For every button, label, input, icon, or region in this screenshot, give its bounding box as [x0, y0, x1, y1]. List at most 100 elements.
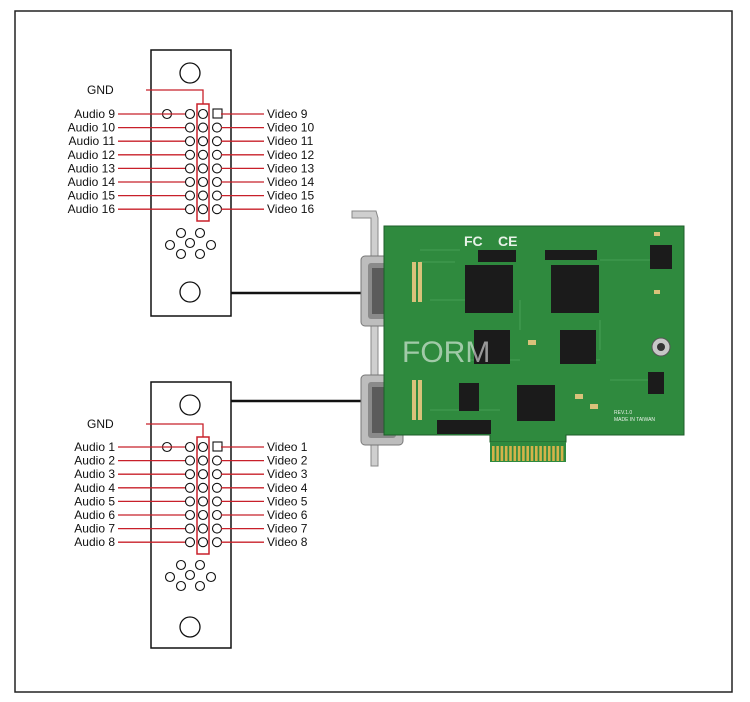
video-channel-label: Video 5: [267, 494, 308, 508]
ground-pin: [197, 163, 209, 174]
mount-hole-icon: [179, 394, 201, 416]
video-pin: [211, 122, 223, 133]
video-pin: [211, 163, 223, 174]
video-pin: [211, 509, 223, 521]
ground-pin: [197, 482, 209, 493]
audio-pin: [184, 441, 196, 453]
video-channel-label: Video 4: [267, 481, 308, 495]
ground-pin: [197, 176, 209, 188]
video-pin: [211, 176, 223, 188]
audio-pin: [184, 496, 196, 507]
ground-pin: [197, 455, 209, 466]
audio-channel-label: Audio 7: [74, 522, 115, 536]
audio-pin: [184, 136, 196, 147]
audio-pin: [184, 523, 196, 534]
processor-chip: [465, 265, 513, 313]
audio-pin: [184, 455, 196, 466]
ground-pin: [197, 523, 209, 534]
pin-header: [437, 420, 491, 434]
processor-chip: [560, 330, 596, 364]
audio-pin: [184, 149, 196, 160]
audio-pin: [184, 537, 196, 548]
gnd-label: GND: [87, 83, 114, 97]
audio-channel-label: Audio 9: [74, 107, 115, 121]
video-channel-label: Video 9: [267, 107, 308, 121]
video-channel-label: Video 16: [267, 202, 314, 216]
made-in-text: MADE IN TAIWAN: [614, 417, 655, 423]
gold-finger: [513, 446, 517, 461]
video-pin: [211, 190, 223, 201]
video-channel-label: Video 14: [267, 175, 314, 189]
video-pin: [211, 136, 223, 147]
ground-pin: [197, 204, 209, 215]
mount-hole-icon: [179, 62, 201, 84]
audio-pin: [184, 190, 196, 201]
video-pin: [211, 455, 223, 466]
mount-hole-icon: [179, 281, 201, 303]
audio-channel-label: Audio 1: [74, 440, 115, 454]
processor-chip: [474, 330, 510, 364]
gold-finger: [496, 446, 499, 461]
gold-finger: [526, 446, 529, 461]
gold-finger: [539, 446, 542, 461]
ground-pin: [197, 441, 209, 453]
audio-channel-label: Audio 13: [68, 161, 116, 175]
gnd-label: GND: [87, 417, 114, 431]
audio-pin: [184, 163, 196, 174]
audio-channel-label: Audio 8: [74, 535, 115, 549]
gnd-lead: [146, 423, 204, 437]
ground-pin: [197, 190, 209, 201]
mount-hole-icon: [179, 616, 201, 638]
video-channel-label: Video 10: [267, 121, 314, 135]
video-channel-label: Video 8: [267, 535, 308, 549]
ground-pin: [197, 509, 209, 521]
video-pin: [211, 482, 223, 493]
video-channel-label: Video 3: [267, 467, 308, 481]
ground-pin: [197, 496, 209, 507]
audio-pin: [184, 509, 196, 521]
video-channel-label: Video 12: [267, 148, 314, 162]
top-connector-panel: GND Audio 9 Video 9 Audio 10 Video 10 Audio …: [68, 49, 314, 317]
capture-card-image: FC CE REV.1.0 MADE IN TAIWAN: [351, 210, 685, 467]
video-channel-label: Video 6: [267, 508, 308, 522]
video-channel-label: Video 15: [267, 189, 314, 203]
audio-channel-label: Audio 6: [74, 508, 115, 522]
component-pads: [412, 232, 660, 420]
small-chip: [478, 250, 516, 262]
audio-pin: [184, 469, 196, 480]
video-pin: [211, 204, 223, 215]
audio-channel-label: Audio 10: [68, 121, 116, 135]
gold-finger: [543, 446, 547, 461]
audio-channel-label: Audio 14: [68, 175, 116, 189]
small-chip: [648, 372, 664, 394]
video-channel-label: Video 1: [267, 440, 308, 454]
ground-pin: [197, 537, 209, 548]
gold-finger: [556, 446, 560, 461]
revision-text: REV.1.0: [614, 410, 632, 416]
pcie-edge-connector: [490, 442, 566, 462]
ground-pin: [197, 469, 209, 480]
audio-channel-label: Audio 15: [68, 189, 116, 203]
video-pin: [211, 469, 223, 480]
small-chip: [650, 245, 672, 269]
gold-finger: [547, 446, 551, 461]
gold-finger: [522, 446, 525, 461]
video-channel-label: Video 11: [267, 134, 314, 148]
audio-pin: [184, 108, 196, 120]
audio-channel-label: Audio 11: [69, 134, 116, 148]
video-pin: [211, 496, 223, 507]
small-chip: [545, 250, 597, 260]
processor-chip: [551, 265, 599, 313]
audio-channel-label: Audio 5: [74, 494, 115, 508]
video-channel-label: Video 7: [267, 522, 308, 536]
gold-finger: [552, 446, 555, 461]
audio-channel-label: Audio 3: [74, 467, 115, 481]
misc-pins: [164, 559, 217, 592]
fcc-mark: FC: [464, 233, 483, 249]
ground-pin: [197, 108, 209, 120]
ground-pin: [197, 136, 209, 147]
audio-pin: [184, 176, 196, 188]
video-pin: [211, 149, 223, 160]
ce-mark: CE: [498, 233, 517, 249]
